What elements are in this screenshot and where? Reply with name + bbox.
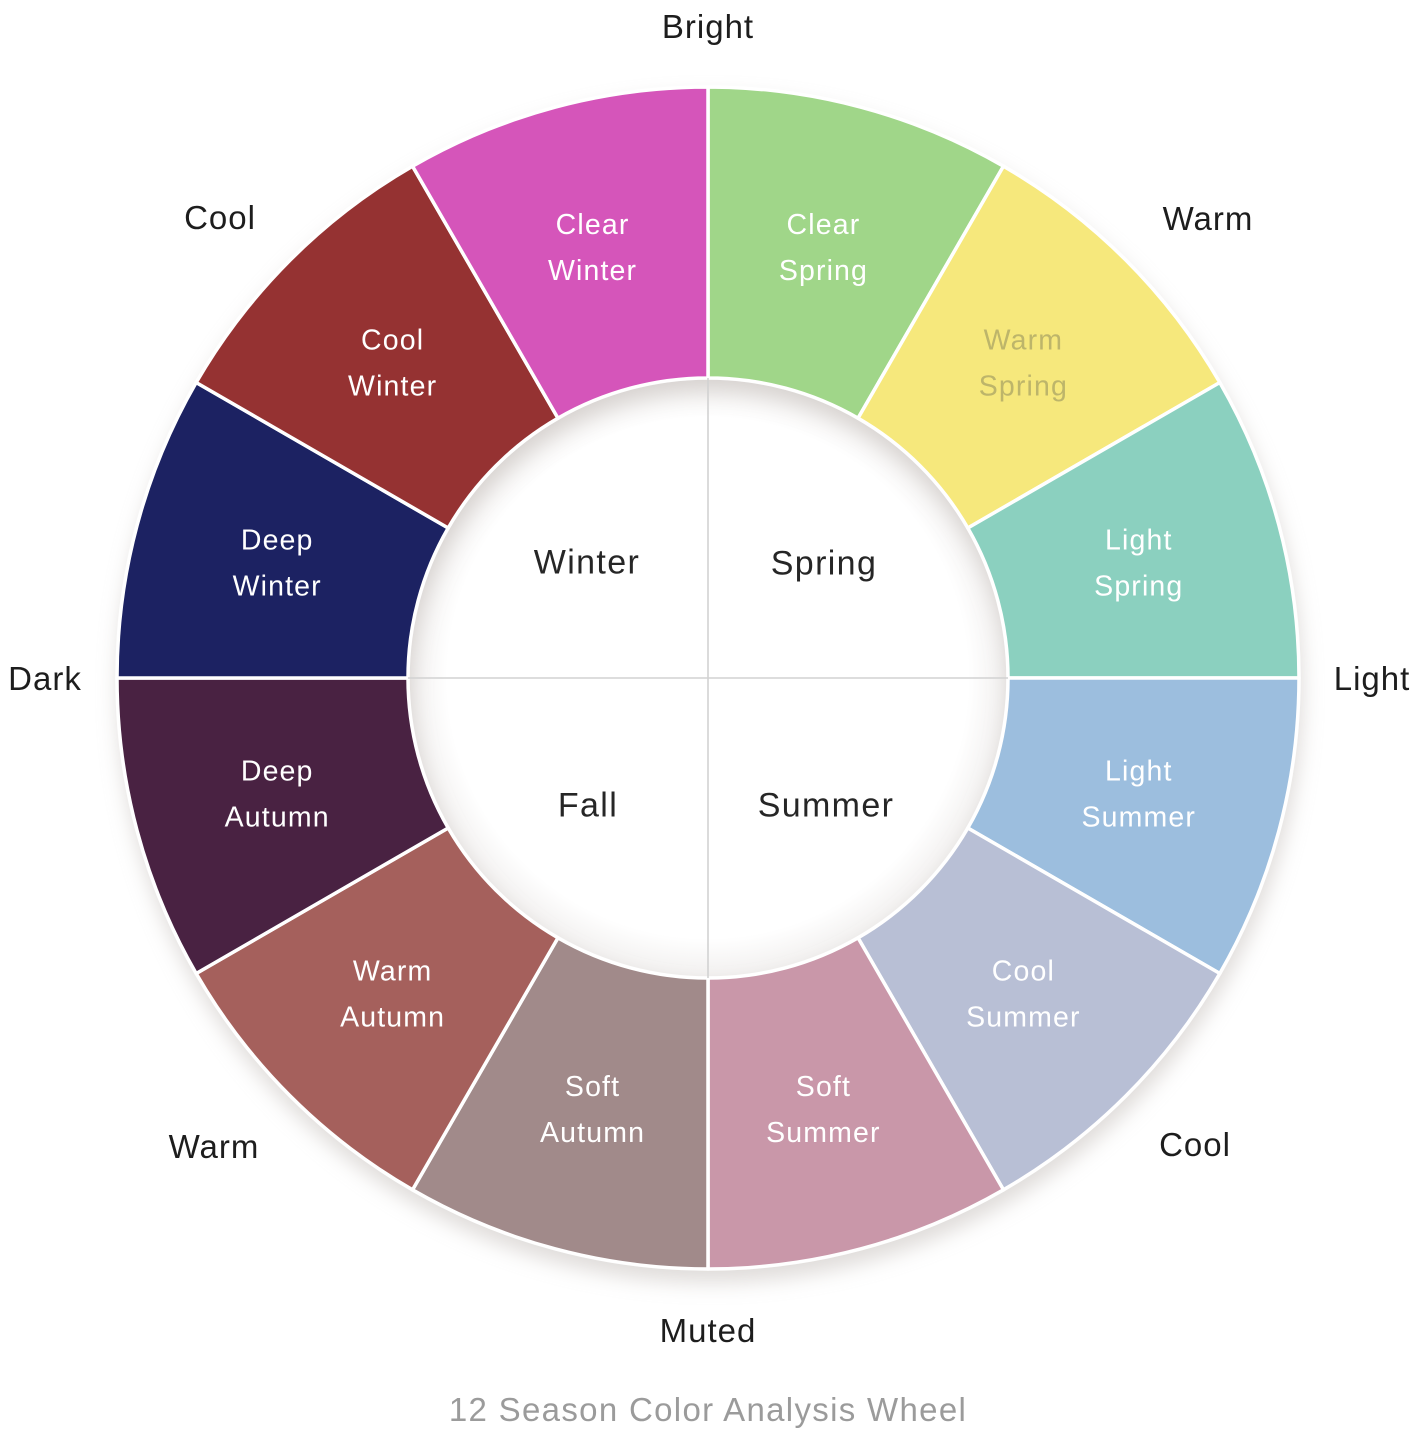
axis-label-muted: Muted — [659, 1312, 757, 1349]
segment-warm-autumn — [194, 826, 560, 1192]
caption: 12 Season Color Analysis Wheel — [448, 1391, 968, 1428]
segment-cool-winter — [194, 164, 560, 530]
axis-label-warm-bottom-left: Warm — [168, 1128, 260, 1165]
segment-clear-winter — [410, 85, 710, 420]
wheel-segments — [115, 85, 1301, 1271]
segment-cool-summer — [856, 826, 1222, 1192]
segment-deep-winter — [115, 380, 450, 680]
segment-clear-spring — [706, 85, 1006, 420]
segment-deep-autumn — [115, 676, 450, 976]
segment-soft-autumn — [410, 936, 710, 1271]
quadrant-label-spring: Spring — [770, 544, 878, 583]
quadrant-label-fall: Fall — [557, 786, 619, 825]
axis-label-warm-top-right: Warm — [1162, 200, 1254, 237]
axis-label-cool-bottom-right: Cool — [1159, 1126, 1231, 1163]
axis-label-dark: Dark — [8, 660, 82, 697]
quadrant-label-summer: Summer — [757, 786, 895, 825]
axis-label-light: Light — [1333, 660, 1411, 697]
quadrant-divider-lines — [408, 378, 1008, 978]
axis-label-bright: Bright — [661, 8, 755, 45]
segment-light-summer — [966, 676, 1301, 976]
segment-soft-summer — [706, 936, 1006, 1271]
axis-label-cool-top-left: Cool — [184, 199, 256, 236]
quadrant-label-winter: Winter — [533, 543, 641, 582]
segment-warm-spring — [856, 164, 1222, 530]
segment-light-spring — [966, 380, 1301, 680]
